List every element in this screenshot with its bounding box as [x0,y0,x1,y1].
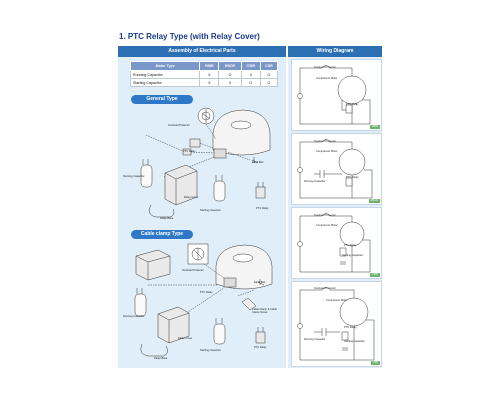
table-cell: O [259,70,279,79]
table-cell: X [199,70,220,79]
wiring-card-csr: Overload Protector Compressor Motor PTC … [291,281,382,367]
wiring-diagram-csr [297,287,375,361]
csir-start-cap-label: Starting Capacitor [342,254,363,257]
rsir-motor-label: Compressor Motor [316,77,338,80]
table-cell: X [199,78,220,87]
rscr-tag: RSCR [368,199,380,203]
rscr-motor-label: Compressor Motor [316,150,338,153]
wiring-diagram-rsir [297,65,371,125]
csir-overload-label: Overload Protector [314,214,336,217]
wiring-diagram-csir [297,213,371,273]
csr-tag: CSR [370,361,380,365]
wiring-card-csir: Overload Protector Compressor Motor PTC … [291,207,382,279]
label-relay-base: Relay Base [160,217,174,220]
table-cell: O [218,70,242,79]
assembly-header: Assembly of Electrical Parts [118,46,286,57]
table-header-cell: CSIR [240,61,261,71]
cable-clamp-type-label: Cable clamp Type [131,230,193,239]
label-relay-cover-clamp: Relay Cover [178,337,193,340]
label-running-capacitor-clamp: Running Capacitor [123,315,145,318]
table-row: Running Capacitor X O X O [129,70,279,79]
table-cell: X [240,70,261,79]
csr-motor-label: Compressor Motor [326,299,348,302]
csr-relay-label: PTC Relay [344,326,357,329]
table-cell: O [240,78,261,87]
label-overload-protector-clamp: Overload Protector [182,269,204,272]
wiring-card-rsir: Overload Protector Compressor Motor PTC … [291,59,382,131]
label-starting-capacitor: Starting Capacitor [200,209,221,212]
label-cable-clamp: Cable Clamp & Cable Clamp Screw [252,308,277,314]
page-title: 1. PTC Relay Type (with Relay Cover) [119,32,260,41]
label-earth-bolt-clamp: Earth Bolt [254,281,266,284]
row-label: Running Capacitor [129,70,201,79]
rscr-run-cap-label: Running Capacitor [304,180,326,183]
table-cell: X [218,78,242,87]
rsir-relay-label: PTC Relay [346,103,359,106]
general-type-label: General Type [131,95,193,104]
csr-run-cap-label: Running Capacitor [304,338,326,341]
rscr-overload-label: Overload Protector [314,140,336,143]
general-type-drawing [140,107,271,218]
cable-clamp-drawing [134,243,273,357]
label-running-capacitor: Running Capacitor [123,175,145,178]
row-label: Starting Capacitor [129,78,201,87]
label-ptc-relay-2: PTC Relay [256,207,269,210]
parts-table: Motor Type RSIR RSCR CSIR CSR Running Ca… [129,61,279,87]
table-row: Starting Capacitor X X O O [129,78,279,87]
label-relay-base-clamp: Relay Base [154,357,168,360]
label-ptc-relay-2-clamp: PTC Relay [254,346,267,349]
table-header-cell: RSCR [218,61,242,71]
label-earth-bolt: Earth Bolt [252,161,264,164]
label-overload-protector: Overload Protector [168,124,190,127]
rsir-overload-label: Overload Protector [314,66,336,69]
label-starting-capacitor-clamp: Starting Capacitor [200,349,221,352]
csr-start-cap-label: Starting Capacitor [344,340,365,343]
table-header-cell: RSIR [199,61,220,71]
wiring-header: Wiring Diagram [288,46,382,57]
label-ptc-relay: PTC Relay [183,150,196,153]
table-cell: O [259,78,279,87]
wiring-card-rscr: Overload Protector Compressor Motor PTC … [291,133,382,205]
table-header-cell: CSR [259,61,279,71]
rsir-tag: RSIR [369,125,380,129]
wiring-diagram-rscr [297,139,373,199]
csir-motor-label: Compressor Motor [316,224,338,227]
csir-relay-label: PTC Relay [344,244,357,247]
label-relay-cover: Relay Cover [184,196,199,199]
table-header-row: Motor Type RSIR RSCR CSIR CSR [129,61,279,71]
csr-overload-label: Overload Protector [314,287,336,290]
csir-tag: CSIR [369,273,380,277]
label-ptc-relay-clamp: PTC Relay [200,291,213,294]
table-header-cell: Motor Type [129,61,201,71]
rscr-relay-label: PTC Relay [346,176,359,179]
